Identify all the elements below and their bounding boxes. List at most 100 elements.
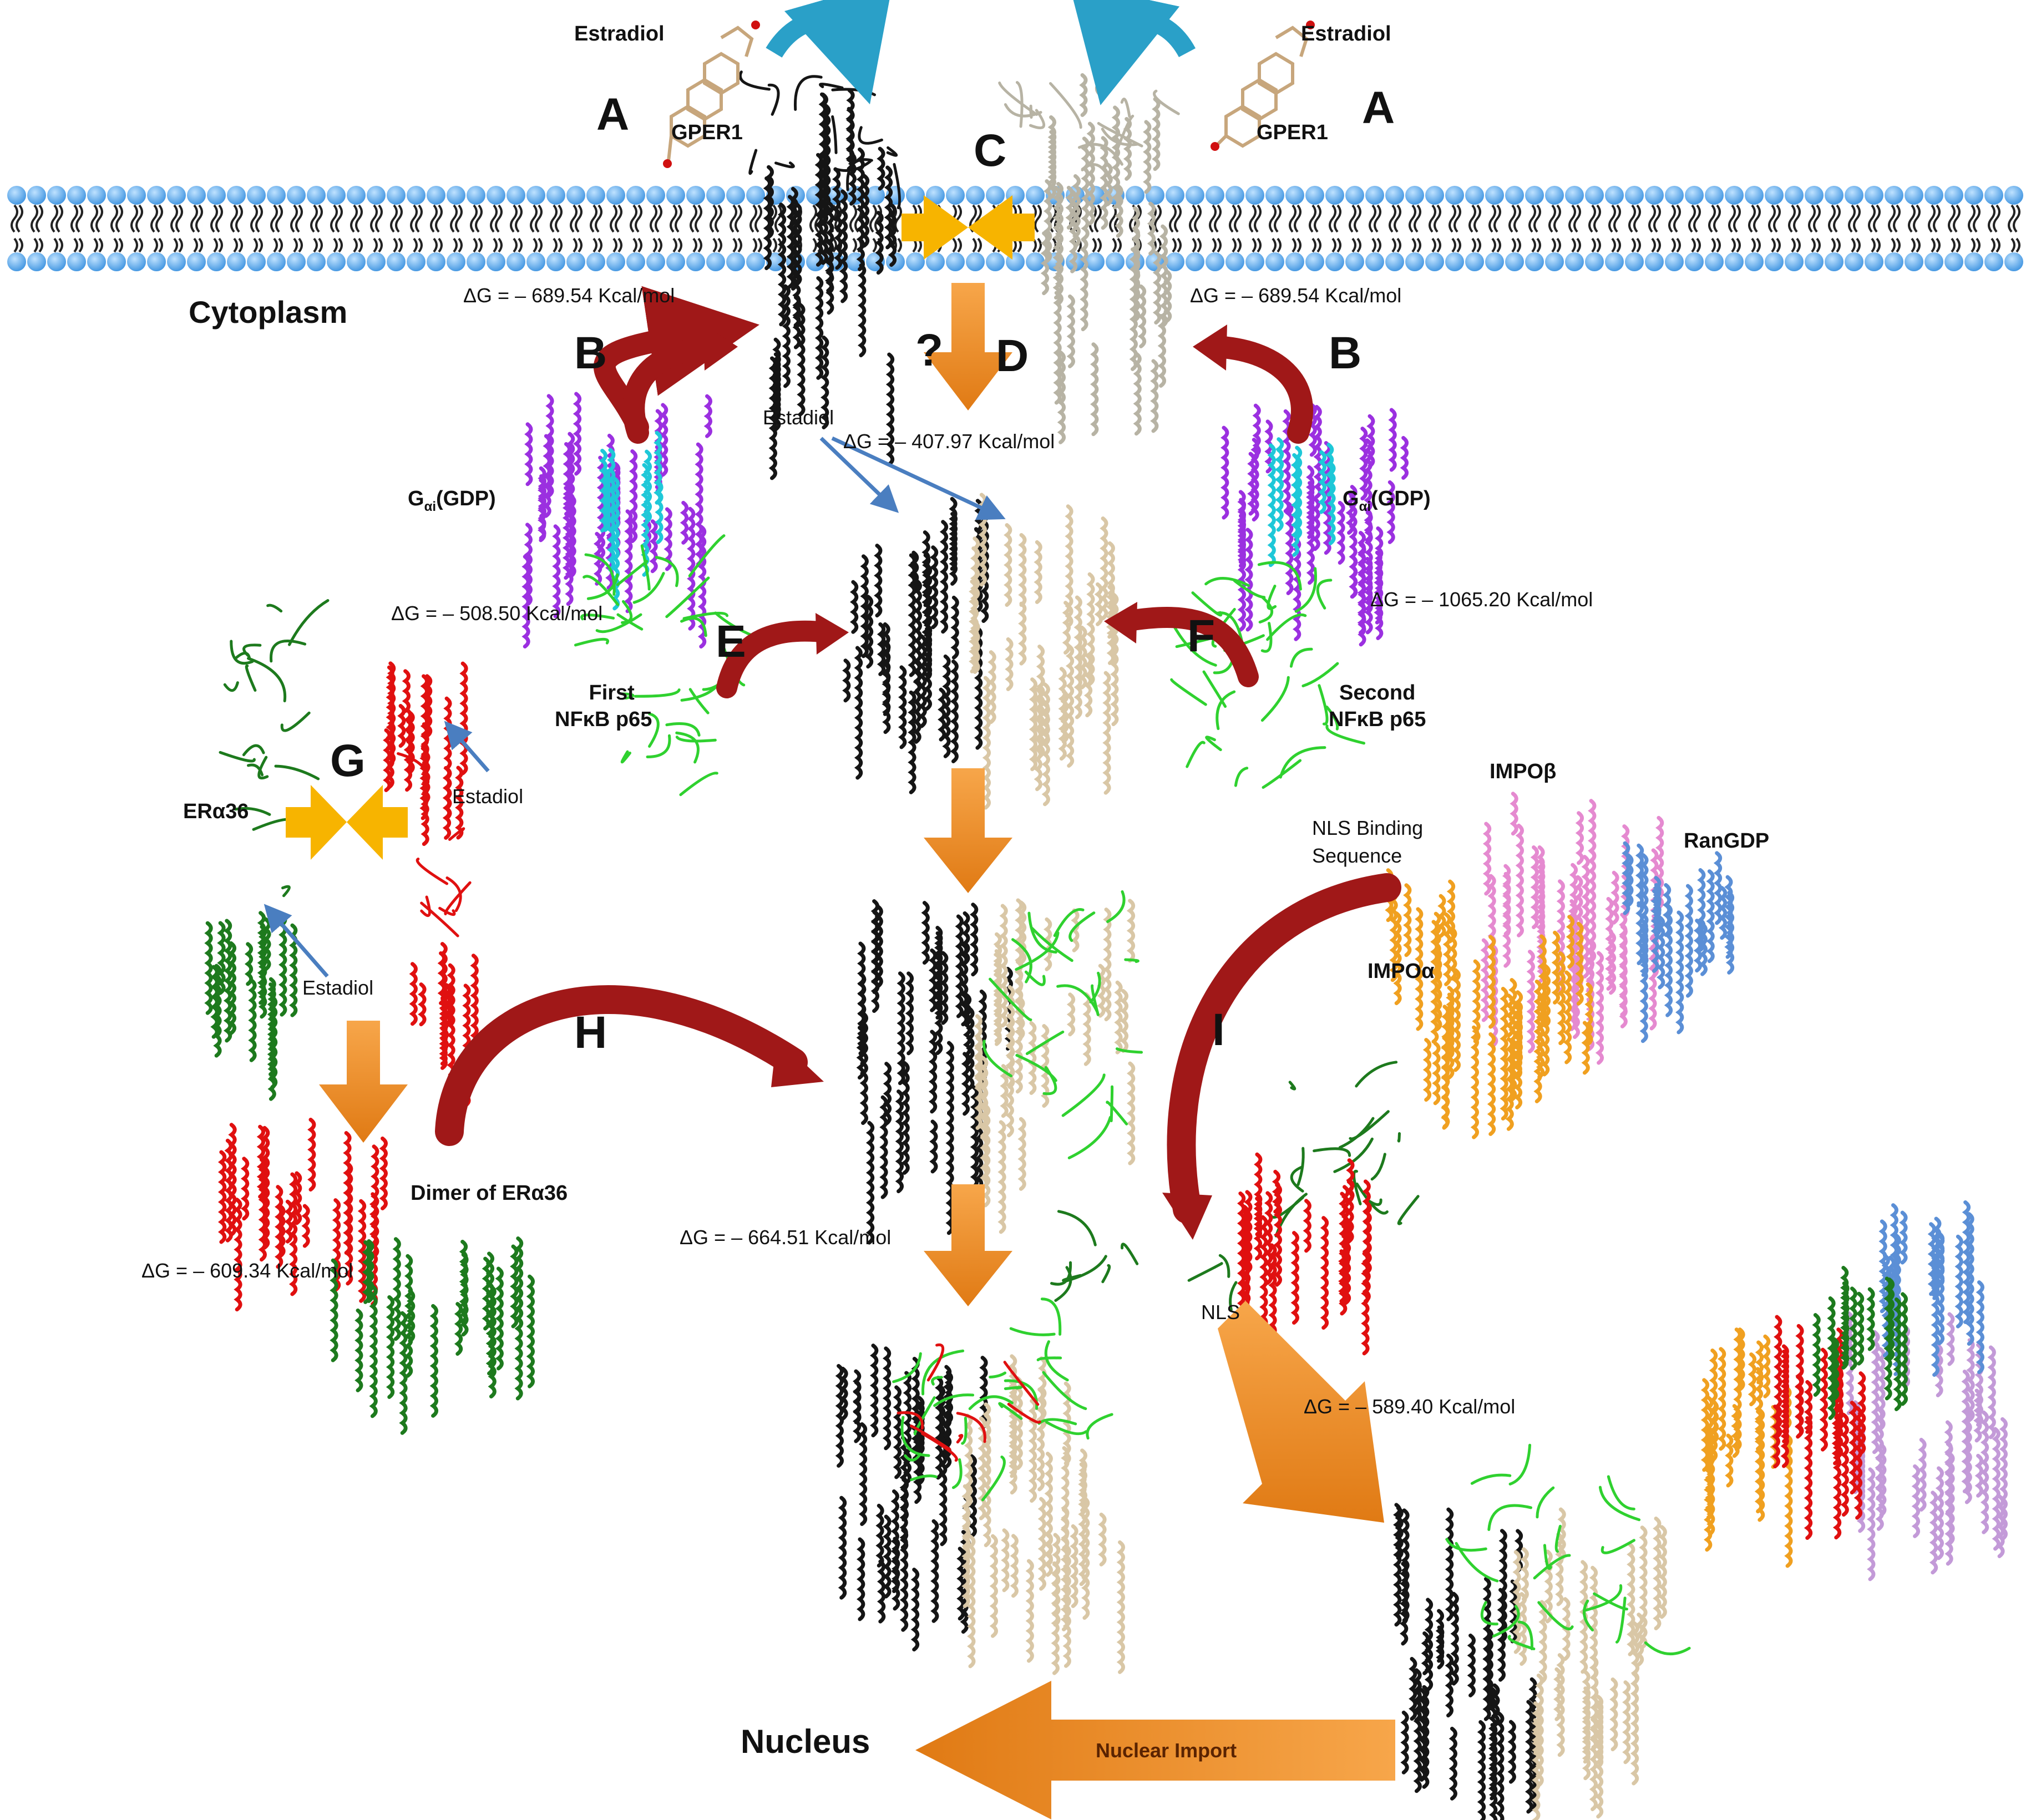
helix-segment [1658,1525,1667,1619]
label-era36: ERα36 [183,800,249,823]
lipid-head [1725,252,1744,271]
helix-segment [897,971,905,1086]
lipid-head [307,252,326,271]
coil-segment [1004,103,1042,118]
helix-segment [1254,1152,1263,1236]
lipid-head [566,252,585,271]
helix-segment [1589,1565,1598,1680]
coil-segment [910,1474,938,1482]
lipid-tail [11,204,23,253]
helix-segment [875,211,884,275]
helix-segment [792,295,801,349]
energy-gper-right: ΔG = – 689.54 Kcal/mol [1190,284,1402,307]
coil-segment [1081,163,1112,182]
coil-segment [448,827,465,841]
lipid-head [1166,186,1184,205]
helix-segment [1973,1388,1982,1443]
gai-tail: (GDP) [435,487,496,510]
helix-segment [964,1413,973,1508]
helix-segment [877,146,885,191]
helix-segment [1082,992,1091,1066]
arrow-f [1116,607,1259,687]
lipid-head [1944,186,1963,205]
helix-segment [950,659,959,763]
era36-green-bottom [204,911,298,1101]
gai-main: G [408,487,424,510]
coil-segment [1057,1210,1097,1246]
coil-segment [1101,128,1139,146]
lipid-head [546,186,565,205]
coil-segment [640,544,651,591]
lipid-head [1425,252,1444,271]
helix-segment [910,1568,920,1652]
lipid-head [1725,186,1744,205]
helix-segment [814,153,823,267]
helix-segment [379,1136,388,1210]
coil-segment [1313,1147,1351,1157]
lipid-tail [1668,204,1681,253]
coil-segment [1202,670,1227,708]
helix-segment [1841,1281,1850,1366]
helix-segment [459,661,468,775]
helix-segment [392,1237,401,1341]
helix-segment [217,1150,227,1244]
helix-segment [1500,986,1508,1121]
helix-segment [1946,1312,1955,1366]
helix-segment [1415,907,1424,1031]
helix-segment [1143,120,1152,194]
coil-segment [1121,1243,1139,1265]
lipid-head [67,252,86,271]
gai-sub: αi [1359,499,1371,514]
helix-segment [267,982,276,1077]
lipid-head [2004,252,2023,271]
label-e: E [716,616,746,667]
lipid-head [247,252,266,271]
helix-segment [538,474,547,518]
helix-segment [1275,437,1284,491]
helix-segment [1581,1021,1590,1075]
lipid-tail [630,204,642,253]
helix-segment [510,1244,519,1329]
helix-segment [1748,1352,1757,1407]
lipid-head [906,252,925,271]
dimerization-arrow-c-left [902,195,968,260]
helix-segment [1756,1408,1765,1522]
energy-first-nfkb: ΔG = – 508.50 Kcal/mol [391,602,603,625]
coil-segment [397,752,430,784]
lipid-head [986,252,1005,271]
pointer-estadiol-green [264,904,329,978]
helix-segment [307,1117,316,1192]
helix-segment [1137,284,1147,348]
lipid-tail [1109,204,1122,253]
coil-segment [1583,1599,1594,1632]
coil-segment [1045,1421,1088,1436]
lipid-head [167,186,186,205]
coil-segment [247,657,287,703]
helix-segment [1044,1533,1054,1577]
helix-segment [1079,73,1088,117]
lipid-head [447,186,465,205]
helix-segment [1530,845,1539,930]
lipid-tail [1229,204,1242,253]
helix-segment [1555,1532,1564,1606]
helix-segment [1893,1297,1902,1411]
helix-segment [1071,908,1080,952]
helix-segment [1832,1416,1842,1540]
helix-segment [1004,523,1012,607]
coil-segment [1338,1117,1375,1149]
helix-segment [1736,1327,1745,1392]
coil-segment [1056,984,1099,1014]
lipid-head [1086,252,1105,271]
helix-segment [772,352,781,417]
helix-segment [1014,1376,1023,1471]
helix-segment [1848,1286,1857,1371]
lipid-head [1505,186,1524,205]
helix-segment [455,765,464,840]
helix-segment [1339,1192,1348,1316]
coil-segment [620,750,631,764]
helix-segment [1934,1343,1943,1397]
helix-segment [1018,533,1027,607]
lipid-tail [270,204,283,253]
lipid-head [1645,186,1664,205]
helix-segment [1999,1417,2008,1541]
